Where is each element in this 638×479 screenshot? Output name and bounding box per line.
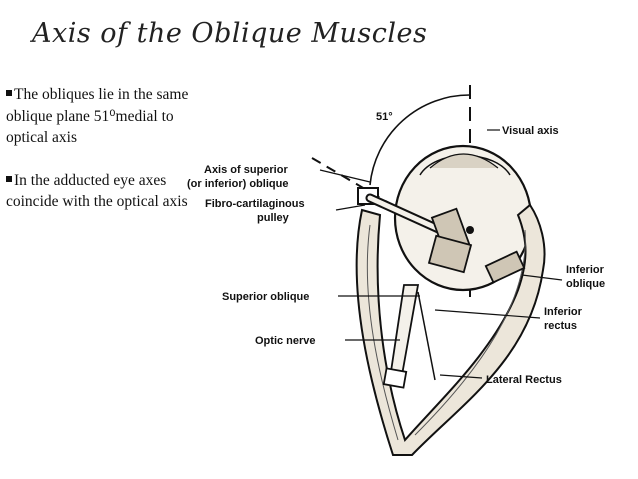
inferior-oblique-label-2: oblique xyxy=(566,278,605,290)
lateral-rectus-label: Lateral Rectus xyxy=(486,374,562,386)
leader-line xyxy=(434,309,541,319)
bullet-text: The obliques lie in the same oblique pla… xyxy=(6,86,189,146)
leader-line xyxy=(521,274,563,281)
optic-nerve xyxy=(388,284,420,380)
inferior-rectus-insertion xyxy=(427,234,473,274)
superior-oblique-label: Superior oblique xyxy=(222,291,309,303)
optic-canal xyxy=(382,367,408,389)
angle-arc xyxy=(369,94,471,186)
bullet-item: The obliques lie in the same oblique pla… xyxy=(6,84,206,149)
lateral-rectus-muscle xyxy=(355,203,546,456)
oblique-axis-label-2: (or inferior) oblique xyxy=(187,178,288,190)
inferior-oblique-insertion xyxy=(484,250,526,284)
bullet-marker-icon xyxy=(6,90,12,97)
muscle-fiber xyxy=(366,224,399,441)
bullet-marker-icon xyxy=(6,175,12,182)
bullet-text: In the adducted eye axes coincide with t… xyxy=(6,171,188,211)
bullet-list: The obliques lie in the same oblique pla… xyxy=(6,84,206,234)
leader-line xyxy=(439,374,483,379)
inferior-rectus-label-1: Inferior xyxy=(544,306,583,318)
optic-nerve-label: Optic nerve xyxy=(255,335,316,347)
slide-title: Axis of the Oblique Muscles xyxy=(32,18,428,49)
leader-line xyxy=(335,204,366,211)
leader-line xyxy=(319,169,371,183)
inferior-rectus-label-2: rectus xyxy=(544,320,577,332)
bullet-item: In the adducted eye axes coincide with t… xyxy=(6,170,206,213)
eye-center xyxy=(466,226,474,234)
muscle-fiber xyxy=(414,229,526,436)
inferior-rectus-line xyxy=(417,291,436,381)
cornea xyxy=(429,153,499,169)
pulley-label-2: pulley xyxy=(257,212,290,224)
pulley-label-1: Fibro-cartilaginous xyxy=(205,198,305,210)
inferior-oblique-label-1: Inferior xyxy=(566,264,605,276)
angle-label: 51° xyxy=(376,111,393,123)
superior-oblique-tendon-fill xyxy=(367,195,448,235)
visual-axis-label: Visual axis xyxy=(502,125,559,137)
oblique-axis-label-1: Axis of superior xyxy=(204,164,288,176)
